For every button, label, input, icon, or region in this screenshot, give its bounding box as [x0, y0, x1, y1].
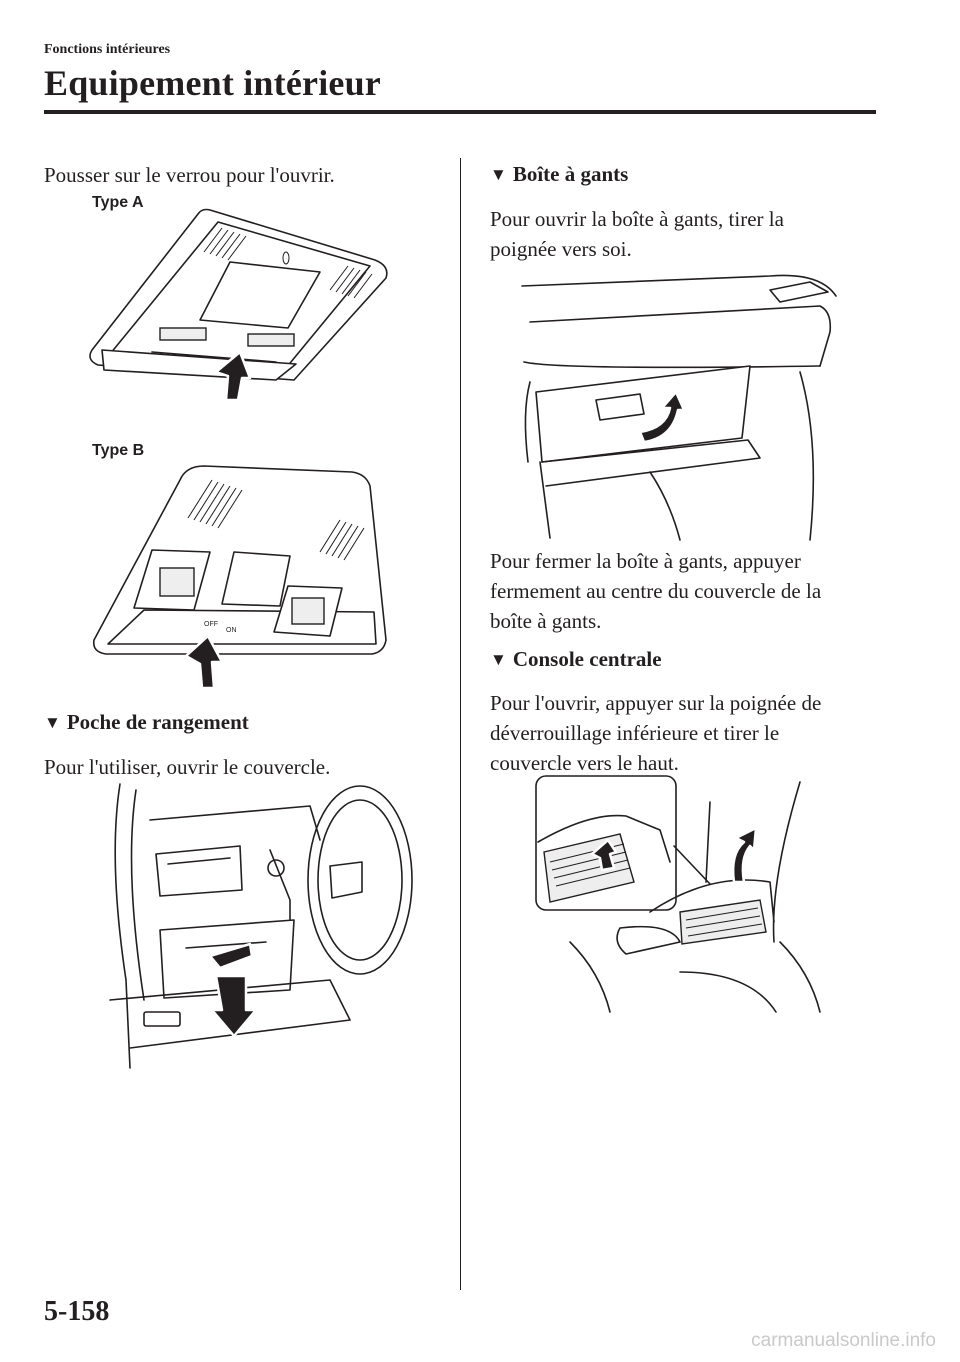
- section-label: Fonctions intérieures: [44, 42, 171, 57]
- type-a-label: Type A: [92, 194, 144, 211]
- console-line-1: Pour l'ouvrir, appuyer sur la poignée de: [490, 691, 822, 715]
- triangle-bullet-icon: ▼: [44, 713, 61, 732]
- triangle-bullet-icon: ▼: [490, 165, 507, 184]
- on-label: ON: [226, 627, 237, 634]
- title-rule: [44, 110, 876, 114]
- intro-text: Pousser sur le verrou pour l'ouvrir.: [44, 163, 335, 187]
- glovebox-open-line-1: Pour ouvrir la boîte à gants, tirer la: [490, 207, 784, 231]
- console-line-2: déverrouillage inférieure et tirer le: [490, 721, 780, 745]
- storage-heading-text: Poche de rangement: [66, 710, 249, 734]
- off-label: OFF: [204, 621, 218, 628]
- column-divider: [460, 158, 461, 1290]
- storage-text: Pour l'utiliser, ouvrir le couvercle.: [44, 755, 331, 779]
- heading-storage-pocket: ▼ Poche de rangement: [44, 710, 249, 735]
- heading-center-console: ▼ Console centrale: [490, 647, 662, 672]
- page-number: 5-158: [44, 1296, 110, 1327]
- glovebox-close-line-2: fermement au centre du couvercle de la: [490, 579, 822, 603]
- glovebox-close-line-3: boîte à gants.: [490, 609, 602, 633]
- glovebox-heading-text: Boîte à gants: [512, 162, 629, 186]
- console-line-3: couvercle vers le haut.: [490, 751, 679, 775]
- heading-glovebox: ▼ Boîte à gants: [490, 162, 628, 187]
- type-b-label: Type B: [92, 442, 145, 459]
- console-heading-text: Console centrale: [512, 647, 662, 671]
- glovebox-open-line-2: poignée vers soi.: [490, 237, 632, 261]
- storage-pocket-illustration: [109, 783, 413, 1069]
- glovebox-illustration: [521, 274, 837, 541]
- overhead-console-type-b-illustration: OFF ON: [92, 465, 387, 690]
- triangle-bullet-icon: ▼: [490, 650, 507, 669]
- glovebox-close-line-1: Pour fermer la boîte à gants, appuyer: [490, 549, 801, 573]
- overhead-console-type-a-illustration: [89, 208, 388, 402]
- watermark: carmanualsonline.info: [751, 1330, 936, 1351]
- center-console-illustration: [535, 775, 821, 1013]
- page-title: Equipement intérieur: [44, 63, 381, 103]
